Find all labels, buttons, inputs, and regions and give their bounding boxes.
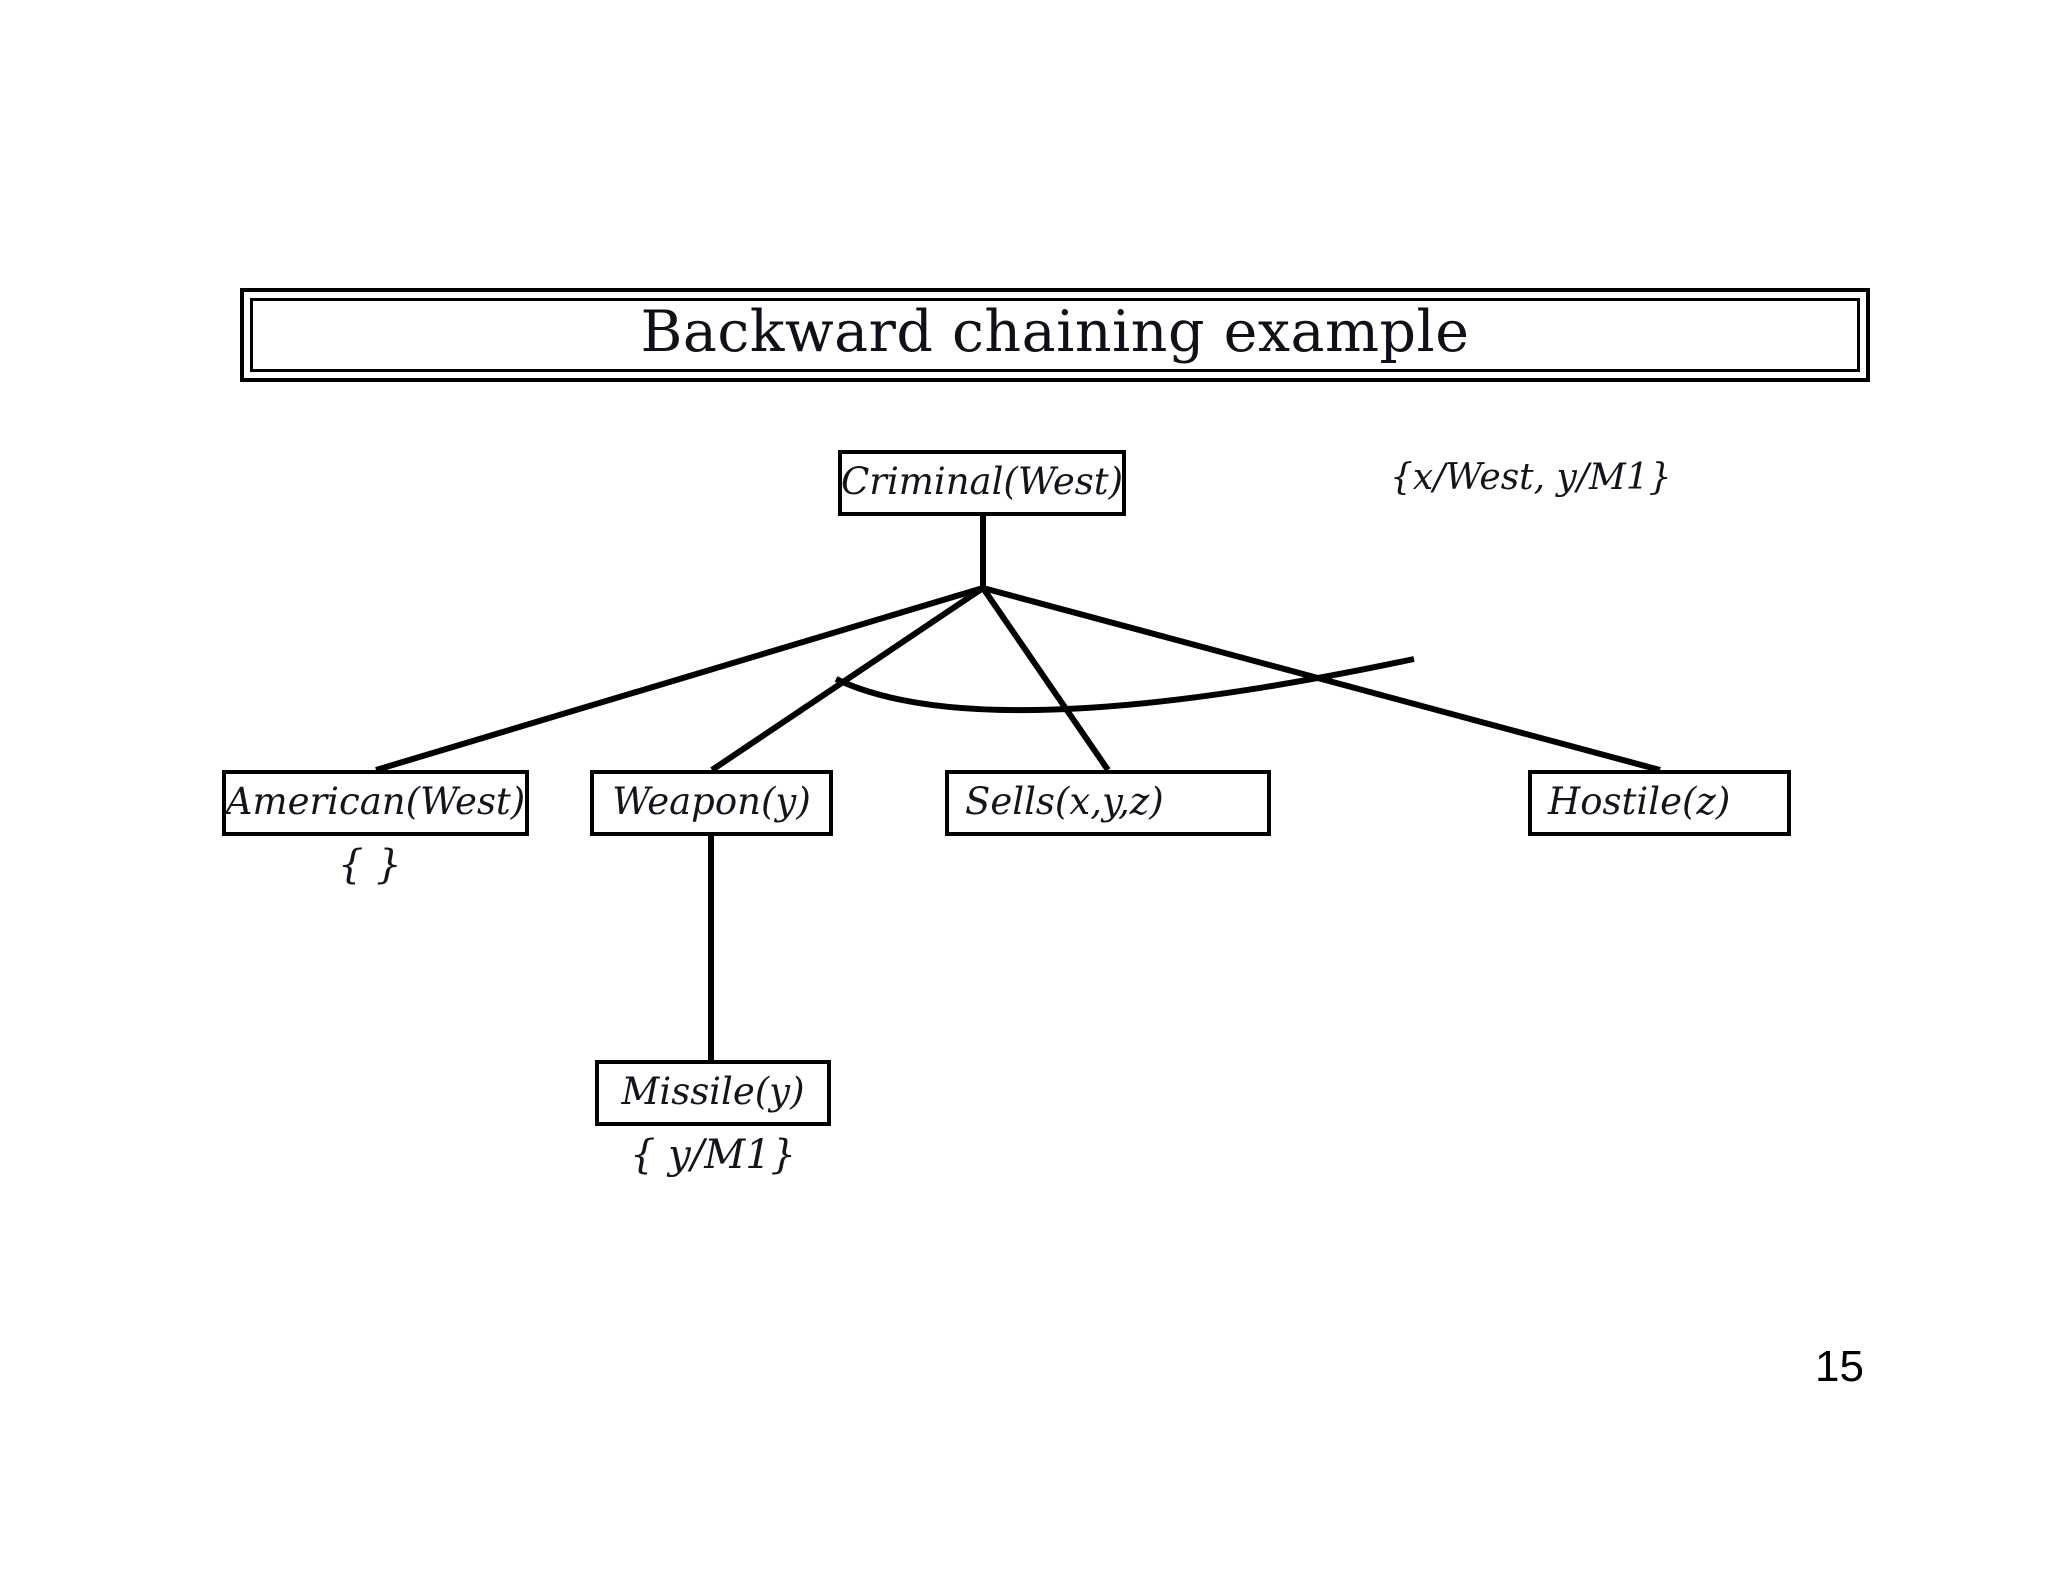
edge-criminal-to-sells	[980, 586, 1111, 772]
node-label: Sells(x,y,z)	[965, 779, 1164, 823]
substitution-american: { }	[338, 842, 402, 888]
slide-title-inner-border: Backward chaining example	[250, 298, 1860, 372]
node-label: Criminal(West)	[840, 459, 1124, 503]
node-label: Weapon(y)	[612, 779, 811, 823]
node-american-west[interactable]: American(West)	[222, 770, 529, 836]
page-number: 15	[1815, 1342, 1864, 1391]
node-hostile-z[interactable]: Hostile(z)	[1528, 770, 1791, 836]
substitution-missile: { y/M1}	[630, 1132, 797, 1178]
slide-title-frame: Backward chaining example	[240, 288, 1870, 382]
node-label: American(West)	[225, 779, 526, 823]
node-label: Hostile(z)	[1548, 779, 1731, 823]
edge-criminal-to-weapon	[710, 585, 985, 773]
edge-criminal-to-hostile	[982, 585, 1661, 773]
edge-criminal-to-american	[375, 585, 984, 773]
substitution-root: {x/West, y/M1}	[1390, 457, 1672, 498]
node-weapon-y[interactable]: Weapon(y)	[590, 770, 833, 836]
node-label: Missile(y)	[621, 1069, 805, 1113]
and-arc-icon	[834, 656, 1415, 714]
node-missile-y[interactable]: Missile(y)	[595, 1060, 831, 1126]
page-title: Backward chaining example	[640, 298, 1470, 365]
node-sells-xyz[interactable]: Sells(x,y,z)	[945, 770, 1271, 836]
node-criminal-west[interactable]: Criminal(West)	[838, 450, 1126, 516]
